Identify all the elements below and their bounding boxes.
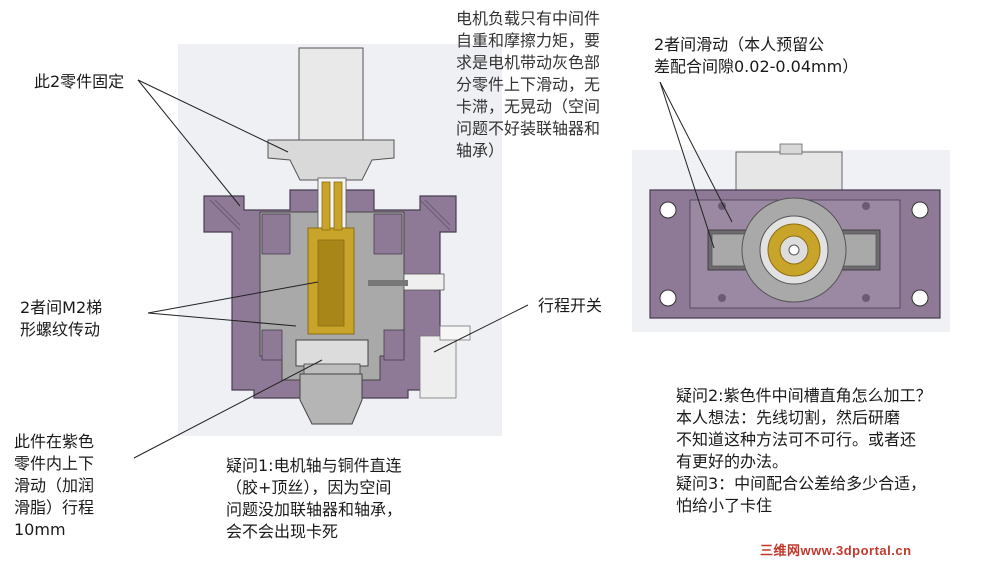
leader-slide-b [659, 81, 715, 249]
pocket-left-bottom [261, 329, 283, 361]
topview-center-hole [788, 244, 800, 256]
pocket-right-top [373, 213, 403, 255]
question2-note: 疑问2:紫色件中间槽直角怎么加工？ 本人想法：先线切割，然后研磨 不知道这种方法… [676, 385, 996, 517]
question1-note: 疑问1:电机轴与铜件直连 （胶+顶丝），因为空间 问题没加联轴器和轴承， 会不会… [226, 455, 456, 543]
motor-flange [267, 139, 395, 181]
leader-screw-b [147, 312, 297, 327]
motor-load-note: 电机负载只有中间件 自重和摩擦力矩，要 求是电机带动灰色部 分零件上下滑动，无 … [456, 8, 646, 162]
motor-load-line: 自重和摩擦力矩，要 [456, 31, 601, 50]
screw-bl [718, 294, 726, 302]
sliding-part-line: 此件在紫色 [14, 432, 95, 451]
question3-line: 疑问3：中间配合公差给多少合适， [676, 474, 927, 493]
motor-load-line: 问题不好装联轴器和 [456, 119, 601, 138]
sliding-part-note: 此件在紫色 零件内上下 滑动（加润 滑脂）行程 10mm [14, 431, 124, 541]
travel-switch-body [419, 335, 457, 399]
switch-lever [403, 273, 445, 291]
sliding-part-line: 滑动（加润 [14, 476, 95, 495]
question1-line: 问题没加联轴器和轴承， [226, 500, 403, 519]
motor-load-line: 电机负载只有中间件 [456, 9, 601, 28]
motor-load-line: 求是电机带动灰色部 [456, 53, 601, 72]
bolt-hole-tr [911, 201, 929, 219]
leader-lines [133, 79, 733, 459]
nozzle-part [299, 373, 363, 425]
brass-shaft-right [333, 181, 343, 231]
pocket-right-bottom [383, 329, 405, 361]
screw-drive-line: 形螺纹传动 [20, 320, 101, 339]
sliding-part-line: 零件内上下 [14, 454, 95, 473]
top-view [632, 143, 950, 332]
bolt-hole-bl [659, 289, 677, 307]
leader-screw-a [147, 281, 319, 314]
screw-drive-line: 2者间M2梯 [20, 298, 103, 317]
question1-line: 疑问1:电机轴与铜件直连 [226, 456, 402, 475]
slide-pair-line: 2者间滑动（本人预留公 [654, 35, 825, 54]
switch-pin [368, 280, 408, 286]
question2-line: 有更好的办法。 [676, 452, 789, 471]
screw-br [862, 294, 870, 302]
sliding-part-line: 10mm [14, 520, 66, 539]
screw-tr [862, 202, 870, 210]
question2-line: 不知道这种方法可不可行。或者还 [676, 430, 917, 449]
motor-load-line: 卡滞，无晃动（空间 [456, 97, 601, 116]
topview-motor [735, 151, 843, 195]
brass-shaft-left [321, 181, 331, 231]
leader-part [133, 359, 323, 459]
leader-fixed-a [137, 79, 289, 153]
housing-hatch [209, 199, 451, 231]
travel-switch-note: 行程开关 [538, 296, 603, 315]
sliding-part-line: 滑脂）行程 [14, 498, 95, 517]
leader-fixed-b [137, 79, 241, 207]
leader-switch [433, 304, 529, 353]
question2-line: 本人想法：先线切割，然后研磨 [676, 408, 901, 427]
motor-body [298, 47, 364, 155]
guide-ring [295, 339, 369, 367]
slide-pair-note: 2者间滑动（本人预留公 差配合间隙0.02-0.04mm） [654, 34, 894, 78]
bolt-hole-tl [659, 201, 677, 219]
topview-connector [779, 143, 803, 155]
pocket-left-top [261, 213, 291, 255]
fixed-parts-note: 此2零件固定 [34, 72, 125, 91]
leader-slide-a [659, 81, 733, 223]
section-view [178, 44, 502, 436]
motor-load-line: 轴承） [456, 141, 505, 160]
question2-line: 疑问2:紫色件中间槽直角怎么加工？ [676, 386, 932, 405]
slide-pair-line: 差配合间隙0.02-0.04mm） [654, 57, 859, 76]
screw-drive-note: 2者间M2梯 形螺纹传动 [20, 297, 140, 341]
question1-line: 会不会出现卡死 [226, 522, 339, 541]
bolt-hole-br [911, 289, 929, 307]
travel-switch-cap [439, 325, 471, 341]
brass-screw [317, 239, 345, 327]
watermark: 三维网www.3dportal.cn [760, 543, 912, 558]
question1-line: （胶+顶丝），因为空间 [226, 478, 392, 497]
screw-tl [718, 202, 726, 210]
motor-load-line: 分零件上下滑动，无 [456, 75, 601, 94]
question3-line: 怕给小了卡住 [676, 496, 773, 515]
